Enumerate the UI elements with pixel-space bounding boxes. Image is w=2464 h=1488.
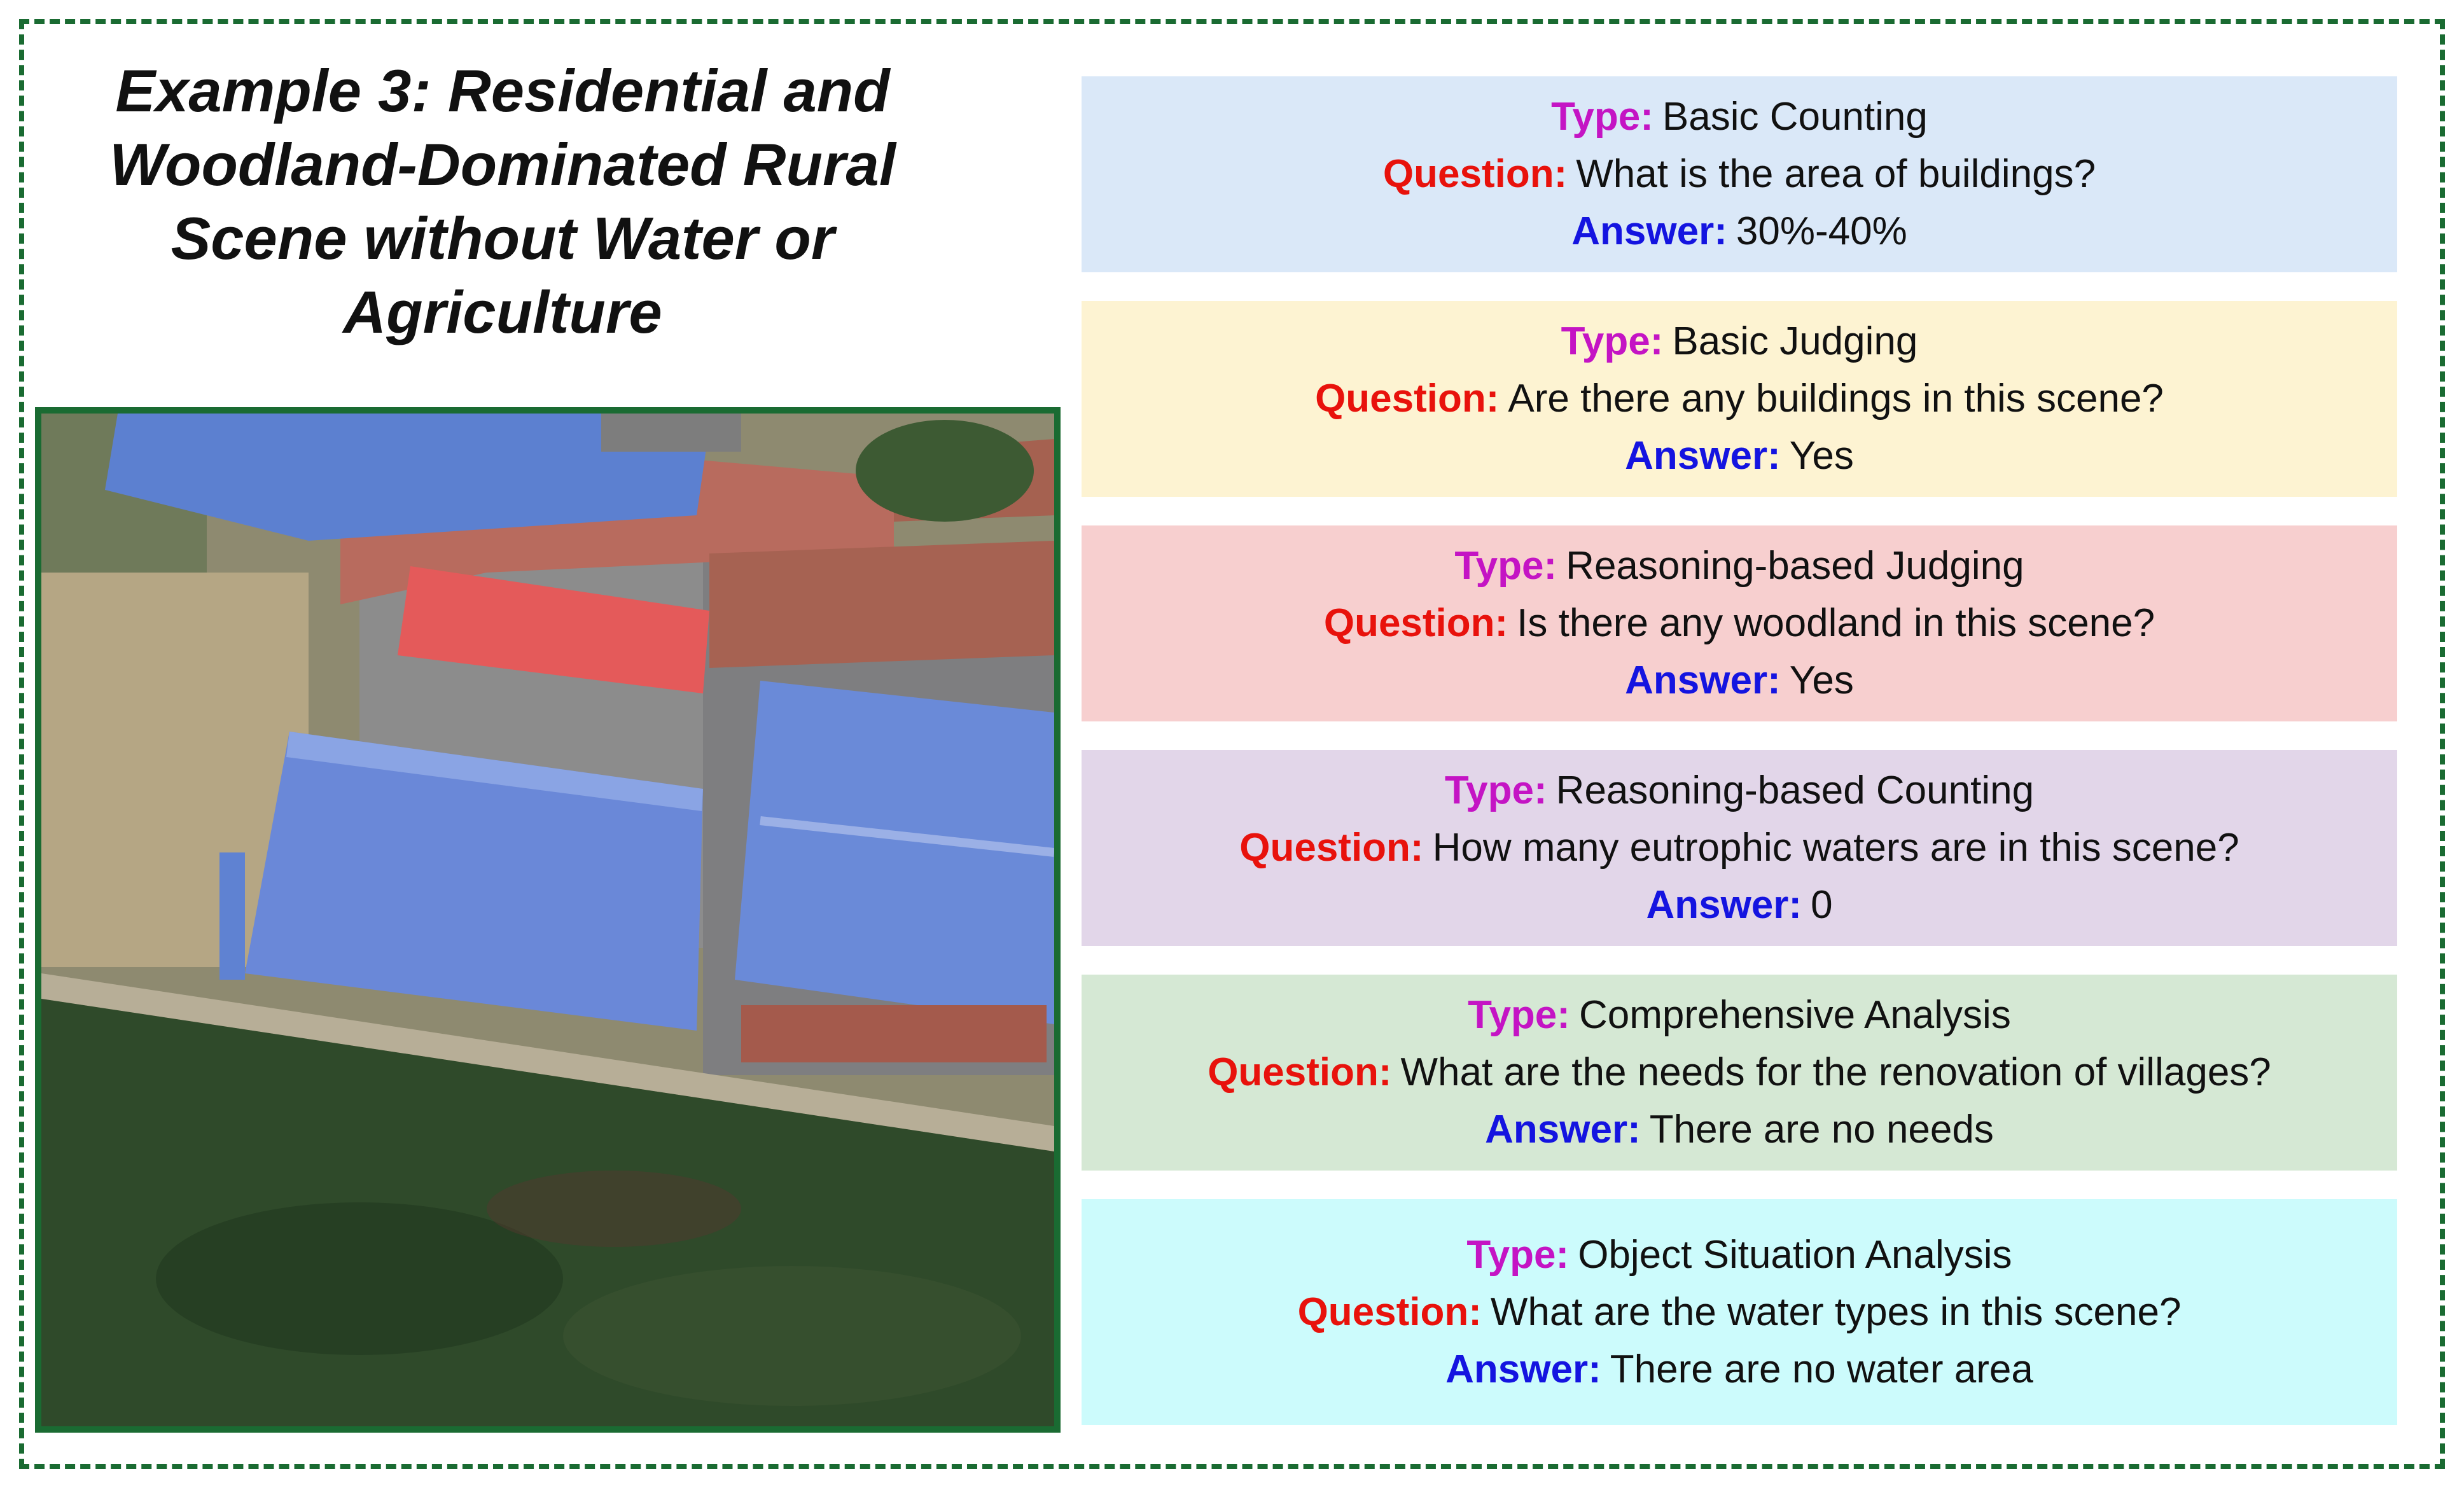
example-title: Example 3: Residential and Woodland-Domi… <box>109 57 896 345</box>
question-label: Question: <box>1239 826 1424 870</box>
woodland-shade-1 <box>156 1202 563 1355</box>
blue-roof-right <box>735 681 1054 1024</box>
woodland-reddish-patch <box>487 1171 741 1247</box>
dashed-frame <box>19 19 2445 1469</box>
road <box>41 973 1054 1151</box>
type-value: Comprehensive Analysis <box>1578 993 2011 1037</box>
type-label: Type: <box>1468 993 1570 1037</box>
qa-card: Type:Object Situation Analysis Question:… <box>1082 1199 2397 1425</box>
question-value: How many eutrophic waters are in this sc… <box>1432 826 2239 870</box>
type-row: Type:Reasoning-based Counting <box>1445 762 2034 819</box>
answer-value: 30%-40% <box>1736 209 1907 253</box>
question-row: Question:What are the needs for the reno… <box>1208 1044 2271 1101</box>
answer-label: Answer: <box>1646 883 1802 927</box>
question-label: Question: <box>1323 601 1508 645</box>
woodland-shade-2 <box>563 1266 1021 1406</box>
type-row: Type:Basic Judging <box>1561 313 1918 370</box>
question-row: Question:Are there any buildings in this… <box>1315 370 2164 428</box>
answer-value: Yes <box>1789 658 1854 702</box>
type-row: Type:Reasoning-based Judging <box>1454 538 2024 595</box>
qa-card: Type:Basic Judging Question:Are there an… <box>1082 301 2397 497</box>
small-roof-row <box>741 1005 1047 1062</box>
question-value: What is the area of buildings? <box>1576 152 2096 196</box>
type-value: Basic Judging <box>1672 319 1918 363</box>
question-row: Question:Is there any woodland in this s… <box>1324 595 2155 652</box>
answer-value: There are no water area <box>1610 1347 2033 1391</box>
aerial-image <box>35 407 1061 1433</box>
question-value: What are the needs for the renovation of… <box>1400 1050 2271 1094</box>
answer-value: Yes <box>1789 434 1854 478</box>
type-label: Type: <box>1454 544 1557 588</box>
type-label: Type: <box>1561 319 1664 363</box>
type-label: Type: <box>1551 95 1653 139</box>
answer-label: Answer: <box>1445 1347 1601 1391</box>
blue-roof-left <box>245 732 703 1031</box>
question-row: Question:What is the area of buildings? <box>1383 146 2096 203</box>
question-value: Is there any woodland in this scene? <box>1517 601 2155 645</box>
aerial-image-drawing <box>41 414 1054 1426</box>
type-row: Type:Object Situation Analysis <box>1466 1227 2012 1284</box>
answer-row: Answer:Yes <box>1625 652 1854 709</box>
tree-cluster <box>856 420 1034 522</box>
small-blue-roof <box>219 852 245 980</box>
question-row: Question:What are the water types in thi… <box>1298 1284 2182 1341</box>
qa-card: Type:Reasoning-based Judging Question:Is… <box>1082 525 2397 721</box>
answer-row: Answer:Yes <box>1625 428 1854 485</box>
qa-card: Type:Basic Counting Question:What is the… <box>1082 76 2397 272</box>
answer-row: Answer:30%-40% <box>1571 203 1907 260</box>
red-roof <box>398 566 709 693</box>
answer-value: 0 <box>1811 883 1833 927</box>
answer-row: Answer:There are no water area <box>1445 1341 2033 1398</box>
type-row: Type:Basic Counting <box>1551 88 1928 146</box>
answer-label: Answer: <box>1625 434 1781 478</box>
question-value: Are there any buildings in this scene? <box>1508 377 2164 421</box>
type-value: Object Situation Analysis <box>1578 1232 2012 1277</box>
answer-label: Answer: <box>1485 1108 1641 1151</box>
question-value: What are the water types in this scene? <box>1490 1290 2182 1334</box>
type-label: Type: <box>1466 1232 1570 1277</box>
type-value: Reasoning-based Counting <box>1556 768 2035 812</box>
type-value: Basic Counting <box>1662 95 1928 139</box>
question-row: Question:How many eutrophic waters are i… <box>1239 819 2239 877</box>
question-label: Question: <box>1382 152 1568 196</box>
qa-card: Type:Reasoning-based Counting Question:H… <box>1082 750 2397 946</box>
blue-roof-top <box>105 414 709 541</box>
answer-row: Answer:0 <box>1646 877 1832 934</box>
question-label: Question: <box>1315 377 1500 421</box>
roof-ridge <box>760 816 1054 857</box>
answer-value: There are no needs <box>1649 1108 1994 1151</box>
answer-label: Answer: <box>1625 658 1781 702</box>
answer-label: Answer: <box>1571 209 1727 253</box>
type-value: Reasoning-based Judging <box>1566 544 2024 588</box>
question-label: Question: <box>1297 1290 1482 1334</box>
blue-roof-left-edge <box>286 732 703 811</box>
grey-roof <box>601 414 741 452</box>
type-row: Type:Comprehensive Analysis <box>1468 987 2011 1044</box>
answer-row: Answer:There are no needs <box>1485 1101 1994 1158</box>
qa-card: Type:Comprehensive Analysis Question:Wha… <box>1082 975 2397 1171</box>
type-label: Type: <box>1444 768 1547 812</box>
question-label: Question: <box>1208 1050 1392 1094</box>
brown-roof-2 <box>709 541 1054 668</box>
